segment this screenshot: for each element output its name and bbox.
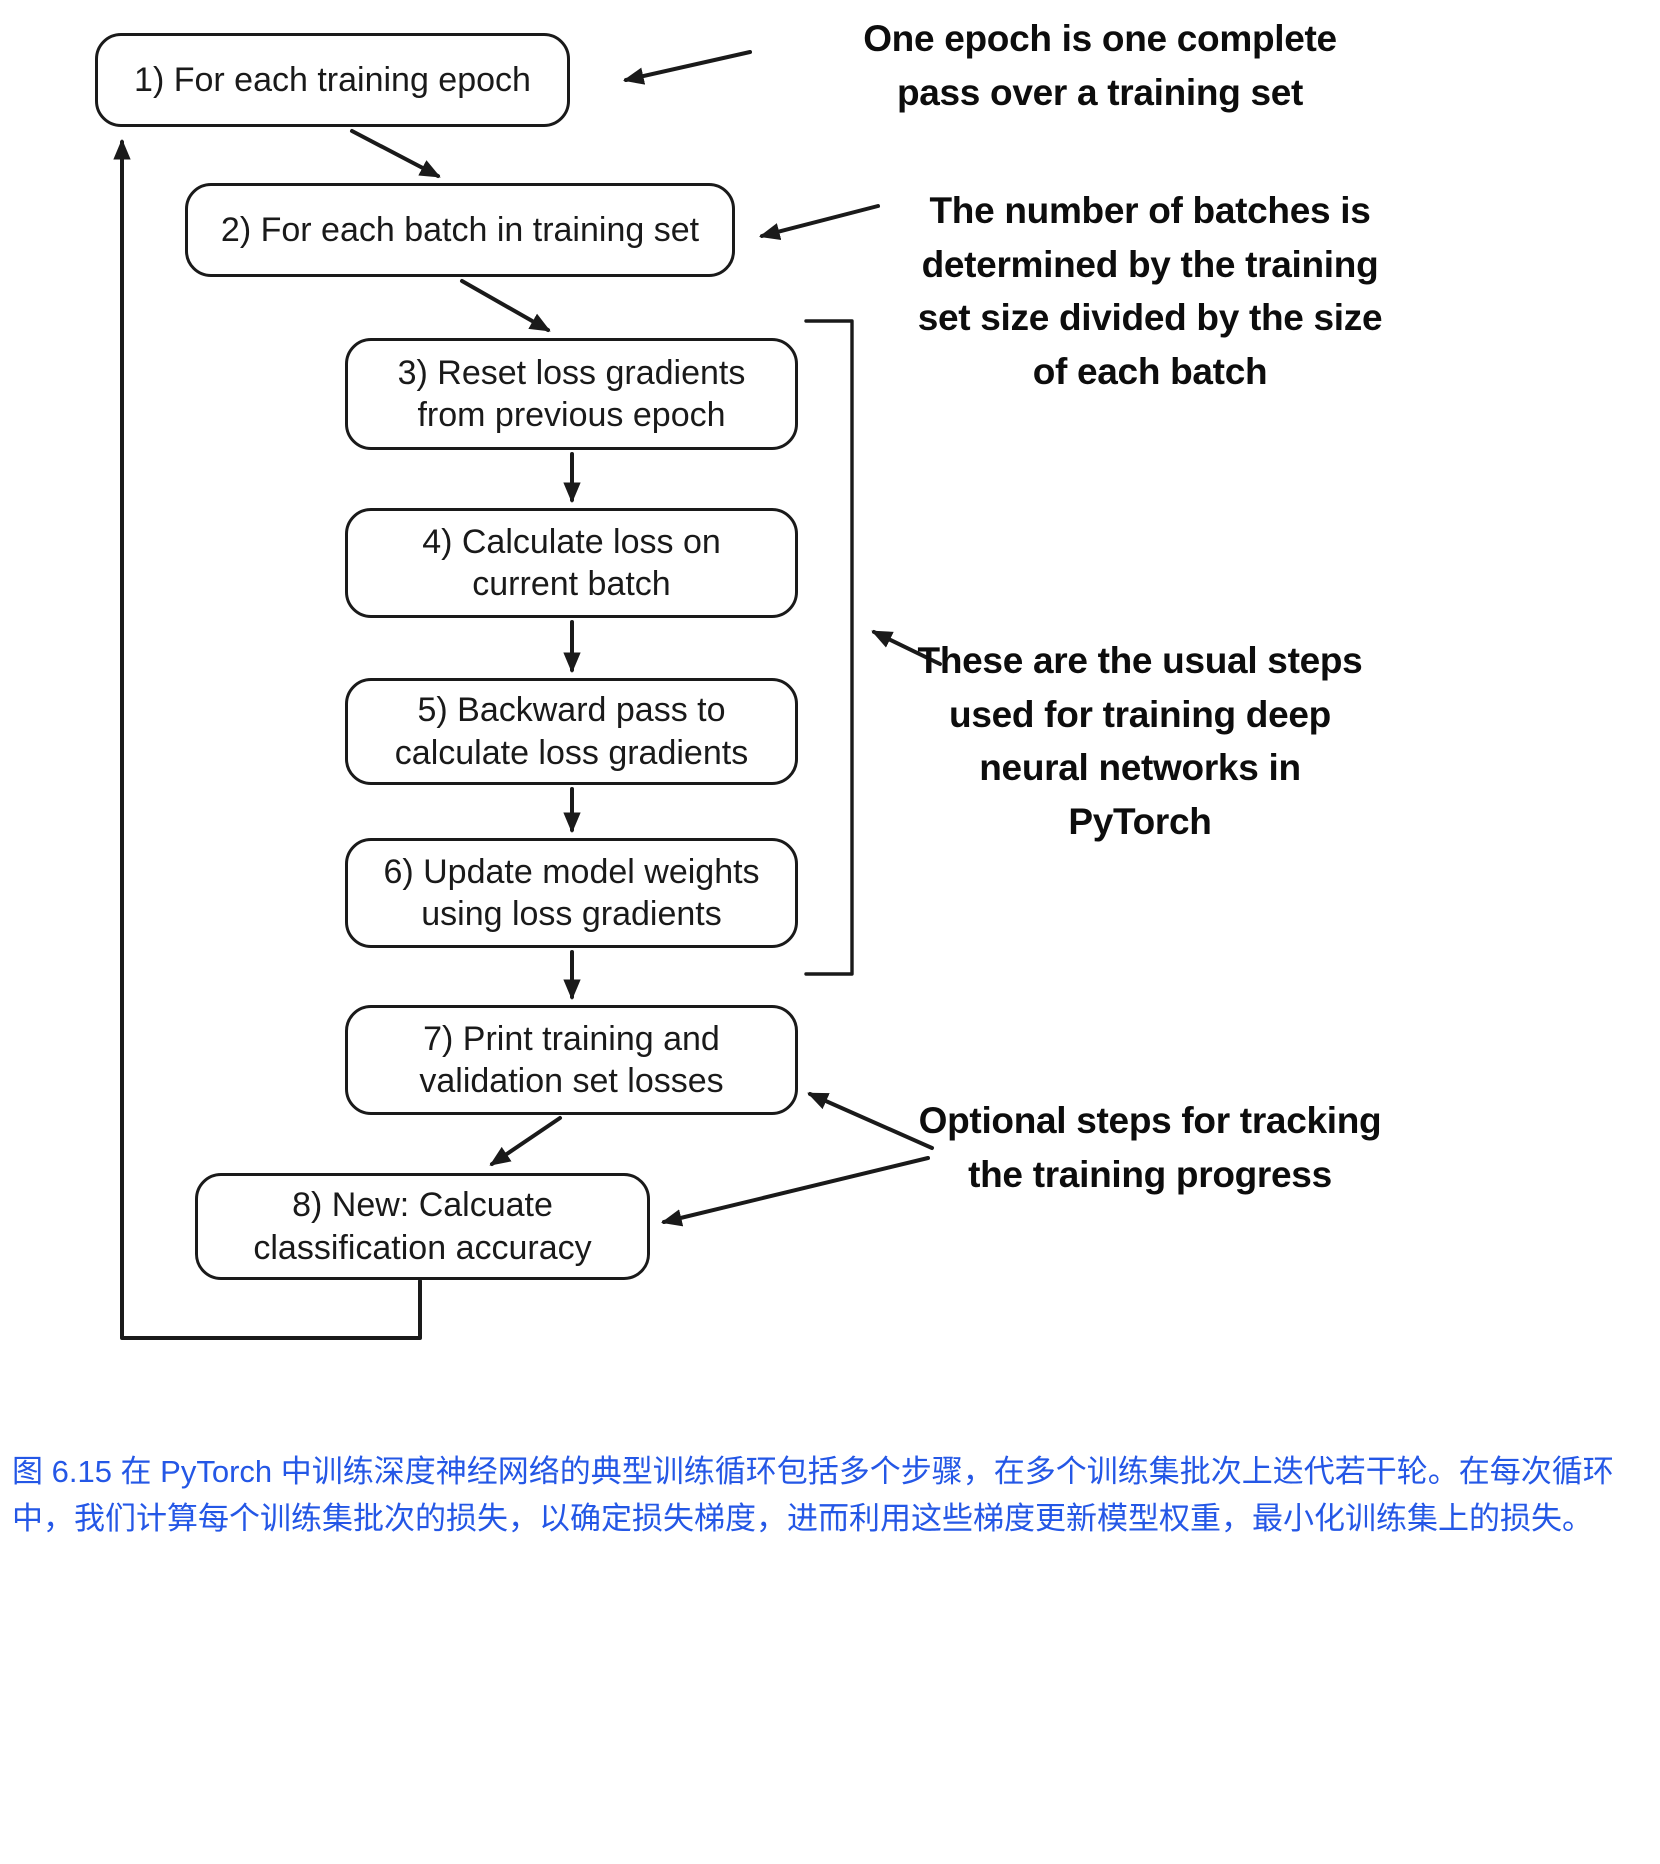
- step-box-epoch-loop: 1) For each training epoch: [95, 33, 570, 127]
- annotation-line: These are the usual steps: [917, 640, 1363, 681]
- arrow-optional-note-to-step8: [660, 1156, 930, 1227]
- step-label-line: current batch: [472, 565, 671, 603]
- annotation-optional-steps-note: Optional steps for tracking the training…: [895, 1094, 1405, 1201]
- step-label: 2) For each batch in training set: [220, 210, 700, 249]
- arrow-step7-to-step8: [489, 1116, 562, 1166]
- step-box-batch-loop: 2) For each batch in training set: [185, 183, 735, 277]
- step-label-line: 7) Print training and: [423, 1019, 720, 1058]
- arrow-epoch-note-to-step1: [622, 50, 752, 85]
- arrow-step1-to-step2: [350, 129, 441, 178]
- annotation-line: the training progress: [968, 1153, 1332, 1195]
- annotation-line: One epoch is one complete: [863, 18, 1337, 59]
- step-label-line: from previous epoch: [417, 396, 726, 434]
- step-box-reset-gradients: 3) Reset loss gradients from previous ep…: [345, 338, 798, 450]
- step-label-line: 8) New: Calcuate: [292, 1186, 553, 1225]
- annotation-line: neural networks in: [979, 747, 1301, 789]
- annotation-line: PyTorch: [1068, 800, 1212, 842]
- step-label-line: using loss gradients: [421, 895, 722, 933]
- step-box-update-weights: 6) Update model weights using loss gradi…: [345, 838, 798, 948]
- step-label-line: calculate loss gradients: [394, 733, 749, 772]
- annotation-line: of each batch: [1032, 350, 1268, 392]
- annotation-line: The number of batches is: [929, 190, 1371, 231]
- step-label-line: 6) Update model weights: [383, 852, 760, 891]
- step-label-line: classification accuracy: [253, 1228, 592, 1267]
- step-label: 1) For each training epoch: [134, 60, 531, 99]
- arrow-step2-to-step3: [460, 279, 551, 332]
- annotation-line: determined by the training: [921, 243, 1379, 285]
- annotation-usual-steps-note: These are the usual steps used for train…: [900, 634, 1380, 849]
- step-label-line: validation set losses: [419, 1062, 724, 1100]
- annotation-epoch-note: One epoch is one complete pass over a tr…: [800, 12, 1400, 119]
- step-label-line: 5) Backward pass to: [417, 691, 726, 730]
- annotation-batches-note: The number of batches is determined by t…: [860, 184, 1440, 399]
- step-box-classification-accuracy: 8) New: Calcuate classification accuracy: [195, 1173, 650, 1280]
- annotation-line: Optional steps for tracking: [918, 1100, 1382, 1141]
- annotation-line: used for training deep: [949, 693, 1331, 735]
- step-box-print-losses: 7) Print training and validation set los…: [345, 1005, 798, 1115]
- step-box-calculate-loss: 4) Calculate loss on current batch: [345, 508, 798, 618]
- figure-caption: 图 6.15 在 PyTorch 中训练深度神经网络的典型训练循环包括多个步骤，…: [12, 1454, 1614, 1537]
- step-label-line: 3) Reset loss gradients: [397, 353, 746, 392]
- annotation-line: set size divided by the size: [917, 297, 1383, 339]
- annotation-line: pass over a training set: [896, 71, 1304, 113]
- step-label-line: 4) Calculate loss on: [422, 522, 721, 561]
- step-box-backward-pass: 5) Backward pass to calculate loss gradi…: [345, 678, 798, 785]
- bracket-usual-steps: [804, 319, 854, 976]
